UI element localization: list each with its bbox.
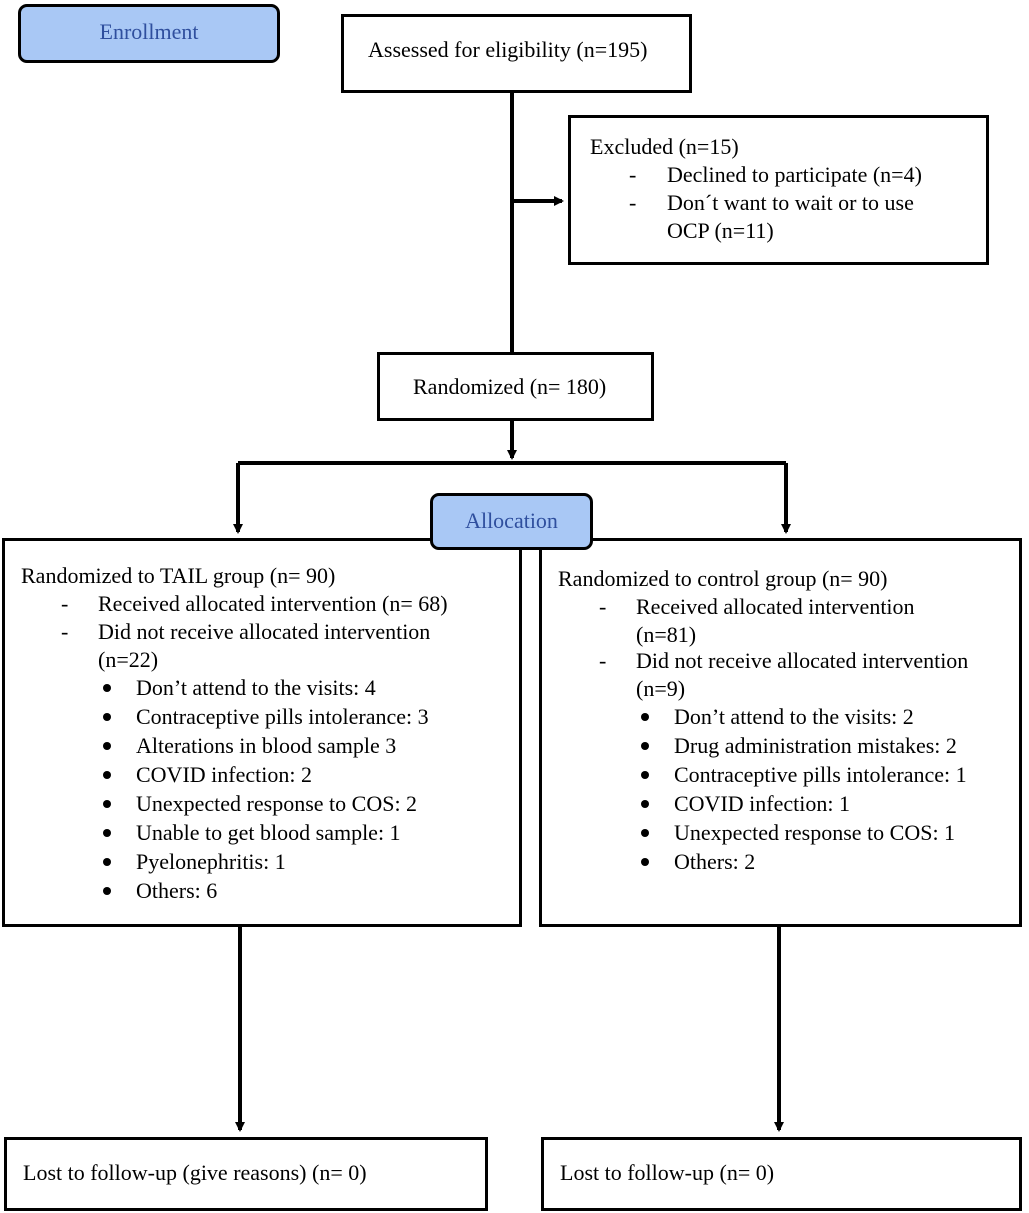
list-dash: - <box>629 162 637 187</box>
bullet-icon <box>103 829 111 837</box>
allocation-label: Allocation <box>430 493 593 550</box>
control-group-box: Randomized to control group (n= 90) - Re… <box>539 538 1022 927</box>
tail-reason: Unexpected response to COS: 2 <box>136 791 418 816</box>
control-reason: Unexpected response to COS: 1 <box>674 820 956 845</box>
enrollment-label: Enrollment <box>18 4 280 63</box>
excluded-box: Excluded (n=15) - Declined to participat… <box>568 115 989 265</box>
bullet-icon <box>641 800 649 808</box>
excluded-item: Don´t want to wait or to use <box>667 190 914 215</box>
tail-received: Received allocated intervention (n= 68) <box>98 591 448 616</box>
assessed-text: Assessed for eligibility (n=195) <box>368 37 648 62</box>
control-received: Received allocated intervention <box>636 594 915 619</box>
excluded-item: OCP (n=11) <box>667 218 774 243</box>
control-reason: Others: 2 <box>674 849 756 874</box>
control-received-n: (n=81) <box>636 622 697 647</box>
list-dash: - <box>629 190 637 215</box>
randomized-text: Randomized (n= 180) <box>413 374 607 399</box>
control-reason: Don’t attend to the visits: 2 <box>674 704 914 729</box>
bullet-icon <box>103 800 111 808</box>
tail-group-box: Randomized to TAIL group (n= 90) - Recei… <box>2 538 522 927</box>
tail-reason: Contraceptive pills intolerance: 3 <box>136 704 429 729</box>
bullet-icon <box>641 858 649 866</box>
bullet-icon <box>103 713 111 721</box>
bullet-icon <box>103 684 111 692</box>
control-reason: Contraceptive pills intolerance: 1 <box>674 762 967 787</box>
bullet-icon <box>641 713 649 721</box>
bullet-icon <box>641 742 649 750</box>
control-reason: COVID infection: 1 <box>674 791 850 816</box>
list-dash: - <box>599 594 607 619</box>
tail-followup-text: Lost to follow-up (give reasons) (n= 0) <box>23 1160 367 1185</box>
bullet-icon <box>103 742 111 750</box>
assessed-box: Assessed for eligibility (n=195) <box>341 14 692 93</box>
tail-reason: COVID infection: 2 <box>136 762 312 787</box>
control-not-received-n: (n=9) <box>636 676 686 701</box>
bullet-icon <box>103 887 111 895</box>
tail-reason: Don’t attend to the visits: 4 <box>136 675 376 700</box>
control-followup-text: Lost to follow-up (n= 0) <box>560 1160 775 1185</box>
list-dash: - <box>61 619 69 644</box>
bullet-icon <box>641 829 649 837</box>
excluded-title: Excluded (n=15) <box>590 134 739 159</box>
control-not-received: Did not receive allocated intervention <box>636 648 969 673</box>
control-group-title: Randomized to control group (n= 90) <box>558 566 888 591</box>
control-followup-box: Lost to follow-up (n= 0) <box>541 1137 1022 1211</box>
list-dash: - <box>599 648 607 673</box>
tail-reason: Unable to get blood sample: 1 <box>136 820 401 845</box>
control-reason: Drug administration mistakes: 2 <box>674 733 957 758</box>
tail-reason: Others: 6 <box>136 878 218 903</box>
tail-followup-box: Lost to follow-up (give reasons) (n= 0) <box>4 1137 488 1211</box>
tail-not-received-n: (n=22) <box>98 647 159 672</box>
bullet-icon <box>103 858 111 866</box>
bullet-icon <box>641 771 649 779</box>
randomized-box: Randomized (n= 180) <box>377 352 654 421</box>
tail-reason: Alterations in blood sample 3 <box>136 733 397 758</box>
bullet-icon <box>103 771 111 779</box>
tail-not-received: Did not receive allocated intervention <box>98 619 431 644</box>
tail-group-title: Randomized to TAIL group (n= 90) <box>21 563 336 588</box>
list-dash: - <box>61 591 69 616</box>
excluded-item: Declined to participate (n=4) <box>667 162 922 187</box>
tail-reason: Pyelonephritis: 1 <box>136 849 286 874</box>
